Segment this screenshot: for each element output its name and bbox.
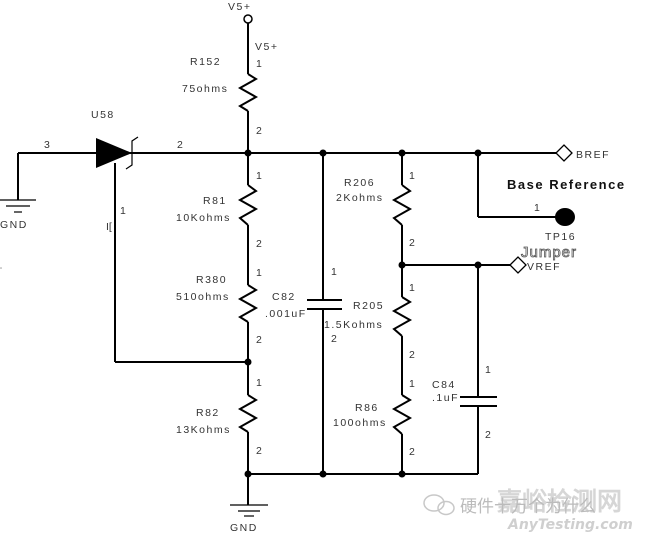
- vref-label: VREF: [527, 261, 561, 273]
- r152-ref: R152: [190, 56, 221, 68]
- pin-label: 1: [256, 170, 262, 182]
- pin-label: 1: [409, 170, 415, 182]
- r82-ref: R82: [196, 407, 220, 419]
- r206-ref: R206: [344, 177, 375, 189]
- r81-ref: R81: [203, 195, 227, 207]
- resistor-r82[interactable]: [237, 394, 259, 433]
- r81-value: 10Kohms: [176, 212, 231, 224]
- pin-label: 1: [409, 282, 415, 294]
- resistor-r81[interactable]: [237, 184, 259, 226]
- watermark-site-cn: 嘉峪检测网: [497, 487, 622, 516]
- test-point-tp16[interactable]: [555, 208, 575, 226]
- pin-label: 2: [409, 349, 415, 361]
- ref-pin-marker: I[: [106, 221, 112, 233]
- r82-value: 13Kohms: [176, 424, 231, 436]
- c84-value: .1uF: [432, 392, 459, 404]
- pin-label: 1: [256, 58, 262, 70]
- watermark-site-en: AnyTesting.com: [507, 517, 633, 533]
- gnd-label-bottom: GND: [230, 522, 258, 534]
- vref-port[interactable]: [509, 256, 527, 274]
- r152-value: 75ohms: [182, 83, 228, 95]
- resistor-r86[interactable]: [391, 394, 413, 435]
- resistor-r206[interactable]: [391, 184, 413, 226]
- bref-port[interactable]: [555, 144, 573, 162]
- r380-value: 510ohms: [176, 291, 230, 303]
- pin-label: 2: [256, 238, 262, 250]
- c84-ref: C84: [432, 379, 456, 391]
- watermark: 嘉峪检测网 硬件十万个为什么 AnyTesting.com: [423, 487, 633, 533]
- pin-label: 1: [256, 267, 262, 279]
- pin-label: 2: [256, 125, 262, 137]
- junction-dot: [244, 470, 252, 478]
- r380-ref: R380: [196, 274, 227, 286]
- gnd-label-left: GND: [0, 219, 28, 231]
- r205-ref: R205: [353, 300, 384, 312]
- u58-cathode-bar: [125, 136, 139, 170]
- c82-ref: C82: [272, 291, 296, 303]
- pin-label: 1: [256, 377, 262, 389]
- resistor-r205[interactable]: [391, 296, 413, 337]
- watermark-wechat-text: 硬件十万个为什么: [460, 497, 596, 517]
- tp16-ref: TP16: [545, 231, 576, 243]
- r86-value: 100ohms: [333, 417, 387, 429]
- pin-label: 2: [256, 334, 262, 346]
- resistor-r152[interactable]: [237, 73, 259, 112]
- r86-ref: R86: [355, 402, 379, 414]
- power-terminal[interactable]: [243, 14, 253, 24]
- pin-label: 1: [485, 364, 491, 376]
- u58-ref: U58: [91, 109, 115, 121]
- pin-label: 1: [331, 266, 337, 278]
- r206-value: 2Kohms: [336, 192, 384, 204]
- pin-label: 1: [409, 378, 415, 390]
- stray-mark: [0, 267, 2, 269]
- pin-label: 1: [534, 202, 540, 214]
- wechat-icon: [423, 494, 455, 516]
- u58-diode-symbol[interactable]: [96, 138, 132, 168]
- base-reference-title: Base Reference: [507, 177, 626, 192]
- pin-label: 2: [409, 237, 415, 249]
- pin-label: 2: [331, 333, 337, 345]
- r205-value: 1.5Kohms: [324, 319, 383, 331]
- jumper-label: Jumper: [521, 244, 577, 261]
- pin-label: 2: [256, 445, 262, 457]
- pin-label: 2: [409, 446, 415, 458]
- pin-label: 2: [177, 139, 183, 151]
- pin-label: 2: [485, 429, 491, 441]
- pin-label: 1: [120, 205, 126, 217]
- power-label: V5+: [228, 1, 251, 13]
- c82-value: .001uF: [265, 308, 307, 320]
- power-net-label: V5+: [255, 41, 278, 53]
- bref-label: BREF: [576, 149, 610, 161]
- resistor-r380[interactable]: [237, 284, 259, 323]
- pin-label: 3: [44, 139, 50, 151]
